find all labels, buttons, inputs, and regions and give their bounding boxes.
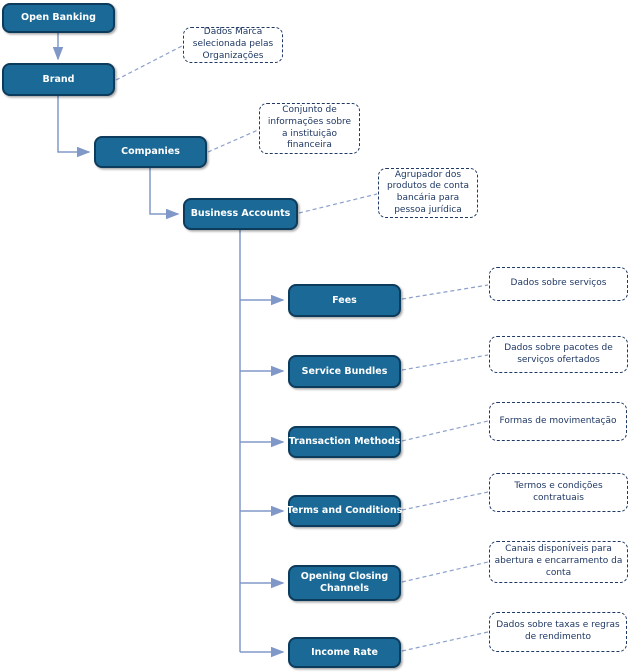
annotation-companies: Conjunto de informações sobre a institui… [259,103,360,154]
node-open-banking[interactable]: Open Banking [2,3,115,33]
annotation-service-bundles: Dados sobre pacotes de serviços ofertado… [489,336,628,373]
node-label: Terms and Conditions [286,505,403,517]
annotation-text: Dados sobre serviços [510,278,607,289]
node-income-rate[interactable]: Income Rate [288,637,401,668]
annotation-opening-closing-channels: Canais disponíveis para abertura e encar… [489,541,628,583]
node-companies[interactable]: Companies [94,136,207,168]
node-fees[interactable]: Fees [288,284,401,317]
node-transaction-methods[interactable]: Transaction Methods [288,426,401,458]
node-brand[interactable]: Brand [2,63,115,96]
annotation-text: Agrupador dos produtos de conta bancária… [386,169,470,215]
annotation-transaction-methods: Formas de movimentação [489,402,627,441]
annotation-income-rate: Dados sobre taxas e regras de rendimento [489,612,627,652]
node-label: Brand [42,73,75,85]
annotation-text: Dados Marca selecionada pelas Organizaçõ… [192,27,274,61]
node-label: Income Rate [311,646,378,658]
node-label: Service Bundles [301,365,388,377]
node-label: Fees [332,294,357,306]
node-service-bundles[interactable]: Service Bundles [288,355,401,388]
node-label: Companies [121,146,180,158]
node-label: Opening Closing Channels [300,571,389,594]
node-label: Open Banking [21,12,96,24]
annotation-fees: Dados sobre serviços [489,267,628,301]
node-label: Transaction Methods [288,436,401,448]
annotation-text: Termos e condições contratuais [514,480,603,503]
node-terms-and-conditions[interactable]: Terms and Conditions [286,495,403,527]
tree-connectors [52,33,285,658]
annotation-text: Dados sobre pacotes de serviços ofertado… [504,342,613,365]
annotation-text: Canais disponíveis para abertura e encar… [494,544,623,578]
annotation-brand: Dados Marca selecionada pelas Organizaçõ… [183,27,283,63]
annotation-terms-and-conditions: Termos e condições contratuais [489,473,628,512]
annotation-text: Formas de movimentação [499,415,617,426]
annotation-text: Dados sobre taxas e regras de rendimento [496,620,620,642]
node-opening-closing-channels[interactable]: Opening Closing Channels [288,565,401,601]
annotation-text: Conjunto de informações sobre a institui… [267,105,352,151]
annotation-business-accounts: Agrupador dos produtos de conta bancária… [378,168,478,218]
node-business-accounts[interactable]: Business Accounts [183,198,298,230]
node-label: Business Accounts [190,208,291,220]
